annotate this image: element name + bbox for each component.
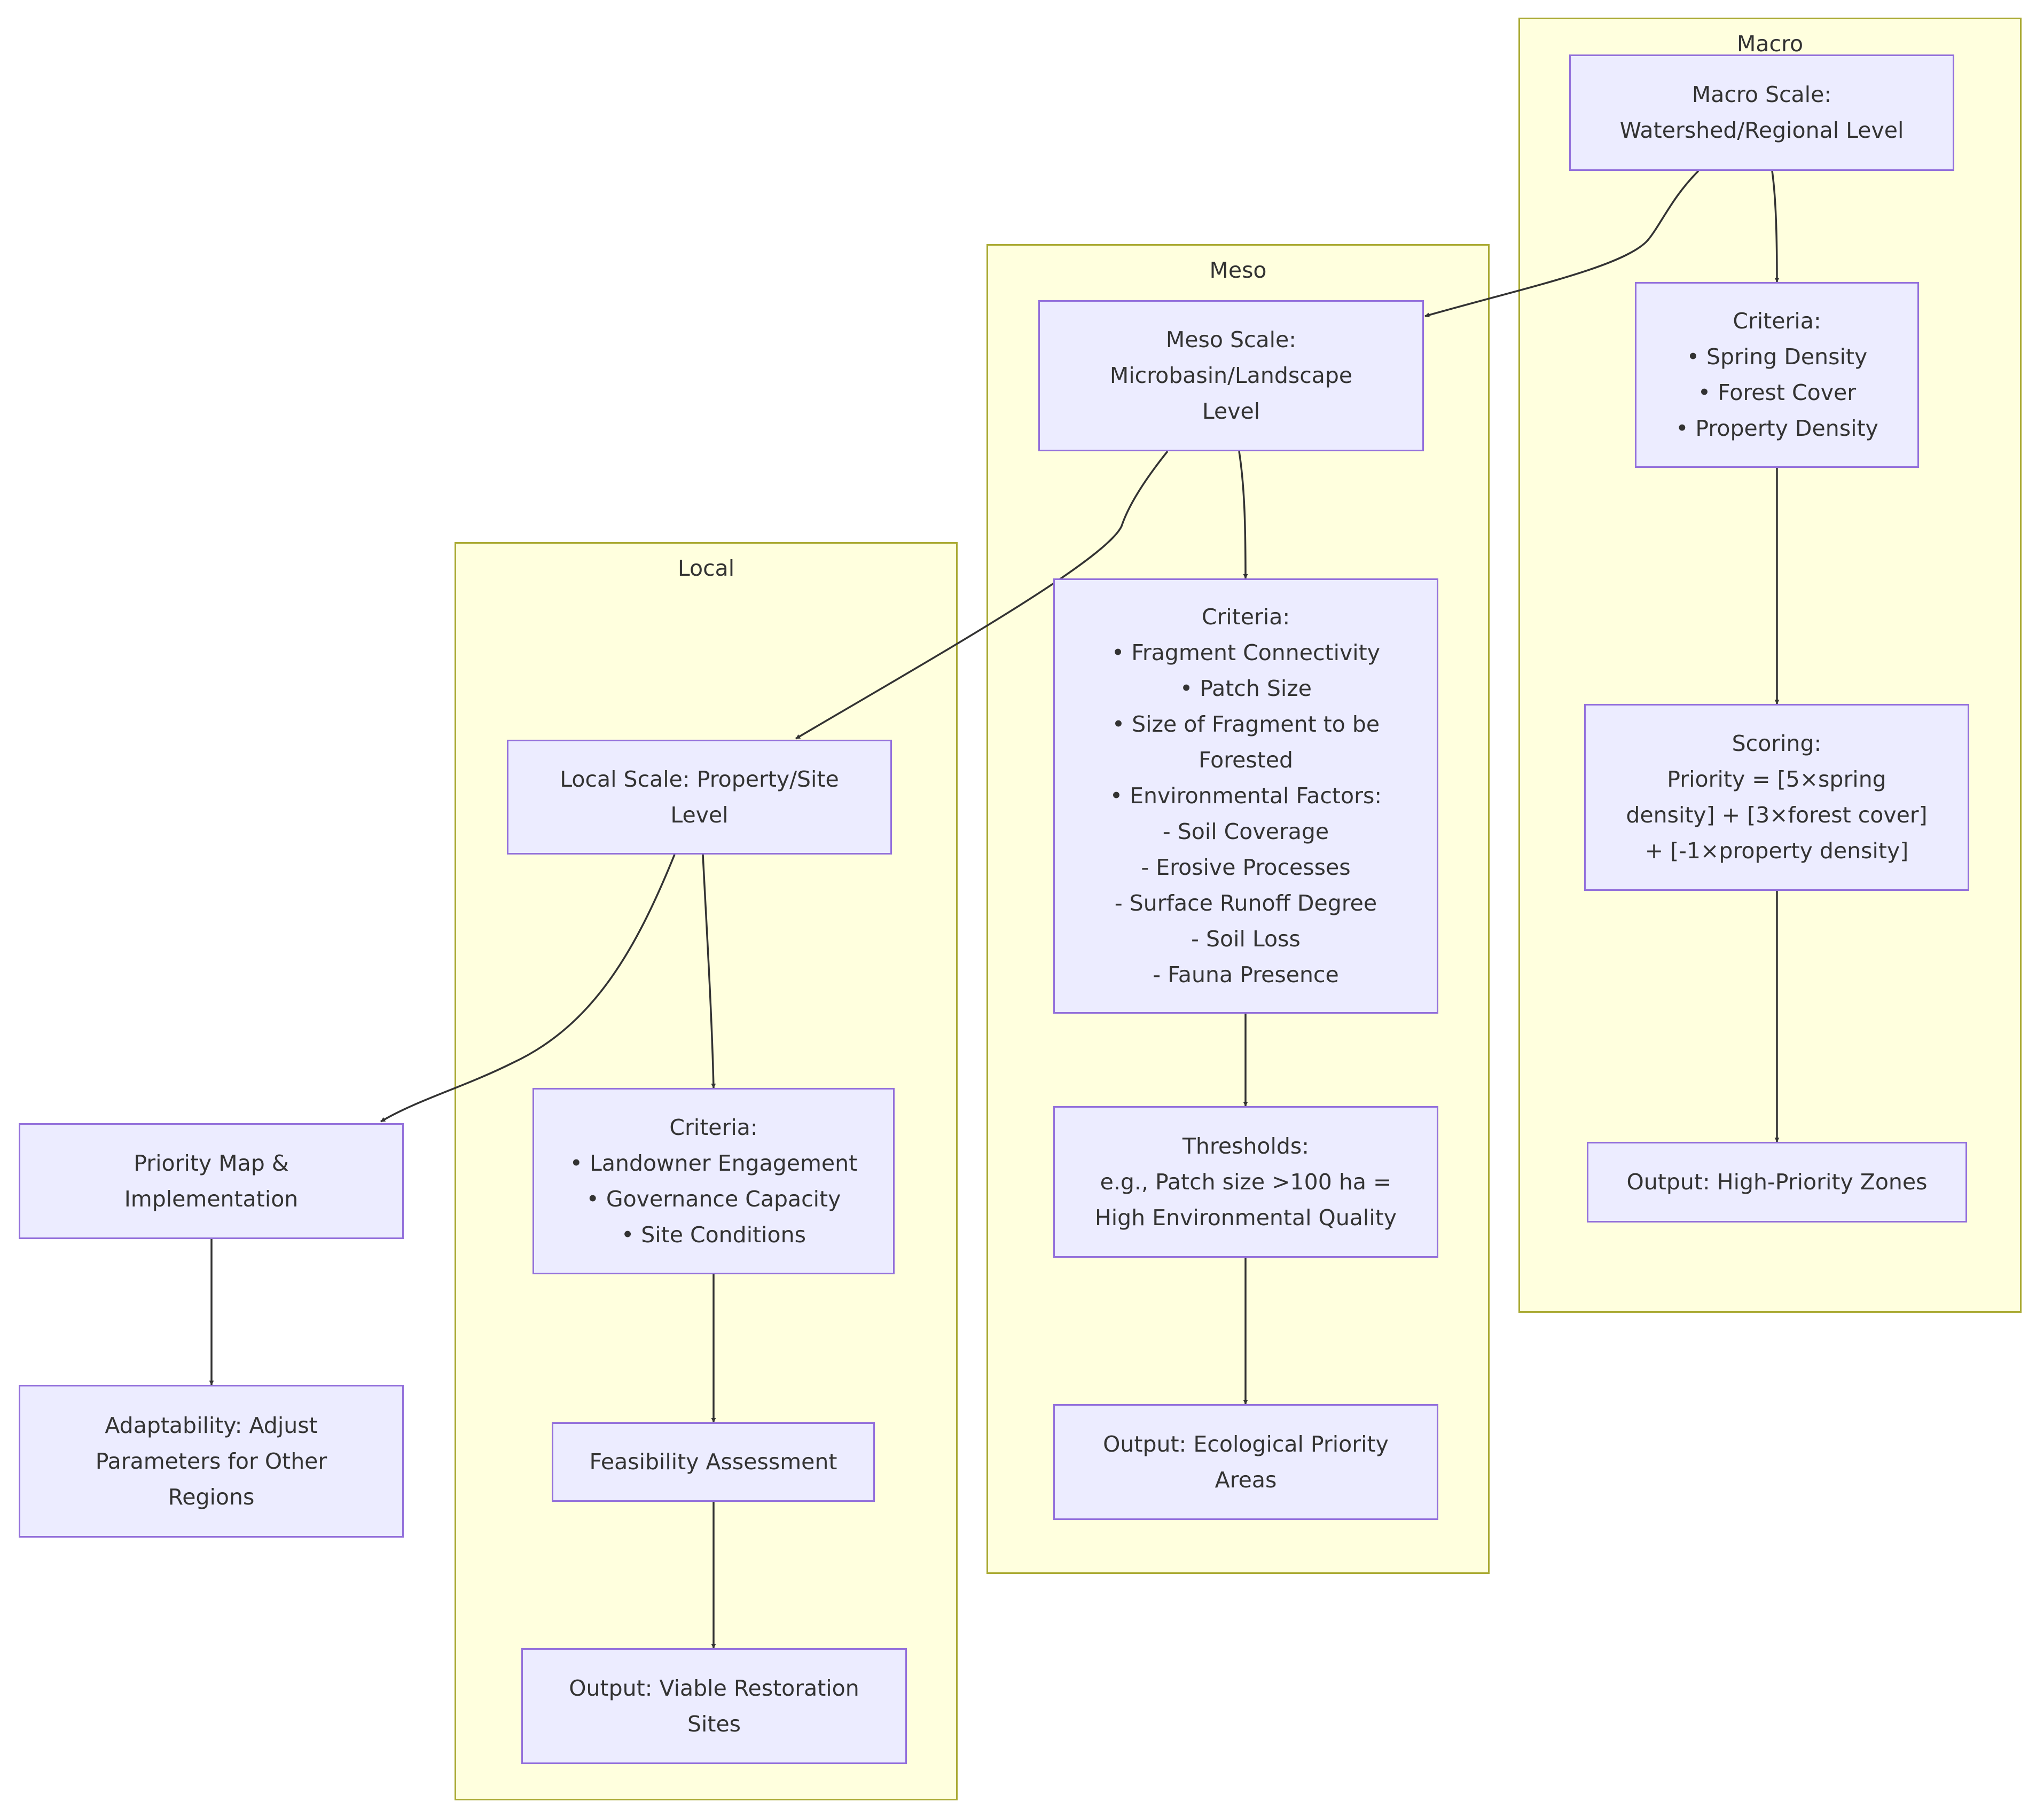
edge-macro-scale-to-macro-criteria [1771, 170, 1780, 283]
meso-thresholds-node[interactable]: Thresholds: e.g., Patch size >100 ha = H… [1053, 1106, 1438, 1258]
local-cluster-title: Local [677, 555, 735, 581]
macro-cluster-title: Macro [1736, 31, 1804, 57]
macro-scale-label: Macro Scale: Watershed/Regional Level [1619, 82, 1904, 143]
meso-criteria-label: Criteria: • Fragment Connectivity • Patc… [1109, 604, 1382, 988]
local-criteria-node[interactable]: Criteria: • Landowner Engagement • Gover… [532, 1088, 895, 1274]
meso-criteria-node[interactable]: Criteria: • Fragment Connectivity • Patc… [1053, 578, 1438, 1014]
macro-scale-node[interactable]: Macro Scale: Watershed/Regional Level [1569, 54, 1954, 171]
edge-macro-scale-to-meso-scale [1424, 170, 1700, 318]
macro-output-node[interactable]: Output: High-Priority Zones [1587, 1142, 1967, 1223]
macro-criteria-label: Criteria: • Spring Density • Forest Cove… [1675, 308, 1878, 441]
macro-scoring-label: Scoring: Priority = [5×spring density] +… [1626, 731, 1928, 864]
local-scale-node[interactable]: Local Scale: Property/Site Level [507, 740, 892, 855]
adaptability-label: Adaptability: Adjust Parameters for Othe… [95, 1412, 327, 1510]
local-scale-label: Local Scale: Property/Site Level [560, 766, 839, 828]
edge-meso-scale-to-meso-criteria [1238, 451, 1248, 579]
meso-cluster-title: Meso [1209, 257, 1267, 283]
priority-map-label: Priority Map & Implementation [124, 1150, 299, 1212]
priority-map-node[interactable]: Priority Map & Implementation [19, 1123, 404, 1239]
meso-output-label: Output: Ecological Priority Areas [1103, 1431, 1389, 1493]
local-feasibility-label: Feasibility Assessment [589, 1449, 837, 1475]
adaptability-node[interactable]: Adaptability: Adjust Parameters for Othe… [19, 1385, 404, 1538]
macro-cluster: Macro [1518, 18, 2022, 1313]
meso-output-node[interactable]: Output: Ecological Priority Areas [1053, 1404, 1438, 1520]
macro-criteria-node[interactable]: Criteria: • Spring Density • Forest Cove… [1635, 282, 1919, 468]
edge-local-scale-to-local-criteria [702, 854, 716, 1088]
edge-meso-scale-to-local-scale [795, 450, 1169, 740]
local-feasibility-node[interactable]: Feasibility Assessment [552, 1422, 875, 1502]
meso-scale-node[interactable]: Meso Scale: Microbasin/Landscape Level [1038, 300, 1424, 451]
macro-scoring-node[interactable]: Scoring: Priority = [5×spring density] +… [1584, 704, 1969, 891]
local-output-node[interactable]: Output: Viable Restoration Sites [521, 1648, 907, 1764]
local-output-label: Output: Viable Restoration Sites [569, 1675, 859, 1737]
macro-output-label: Output: High-Priority Zones [1626, 1169, 1928, 1195]
edge-local-scale-to-priority-map [380, 854, 676, 1123]
meso-thresholds-label: Thresholds: e.g., Patch size >100 ha = H… [1094, 1133, 1397, 1231]
local-criteria-label: Criteria: • Landowner Engagement • Gover… [569, 1114, 858, 1248]
meso-scale-label: Meso Scale: Microbasin/Landscape Level [1109, 327, 1353, 424]
